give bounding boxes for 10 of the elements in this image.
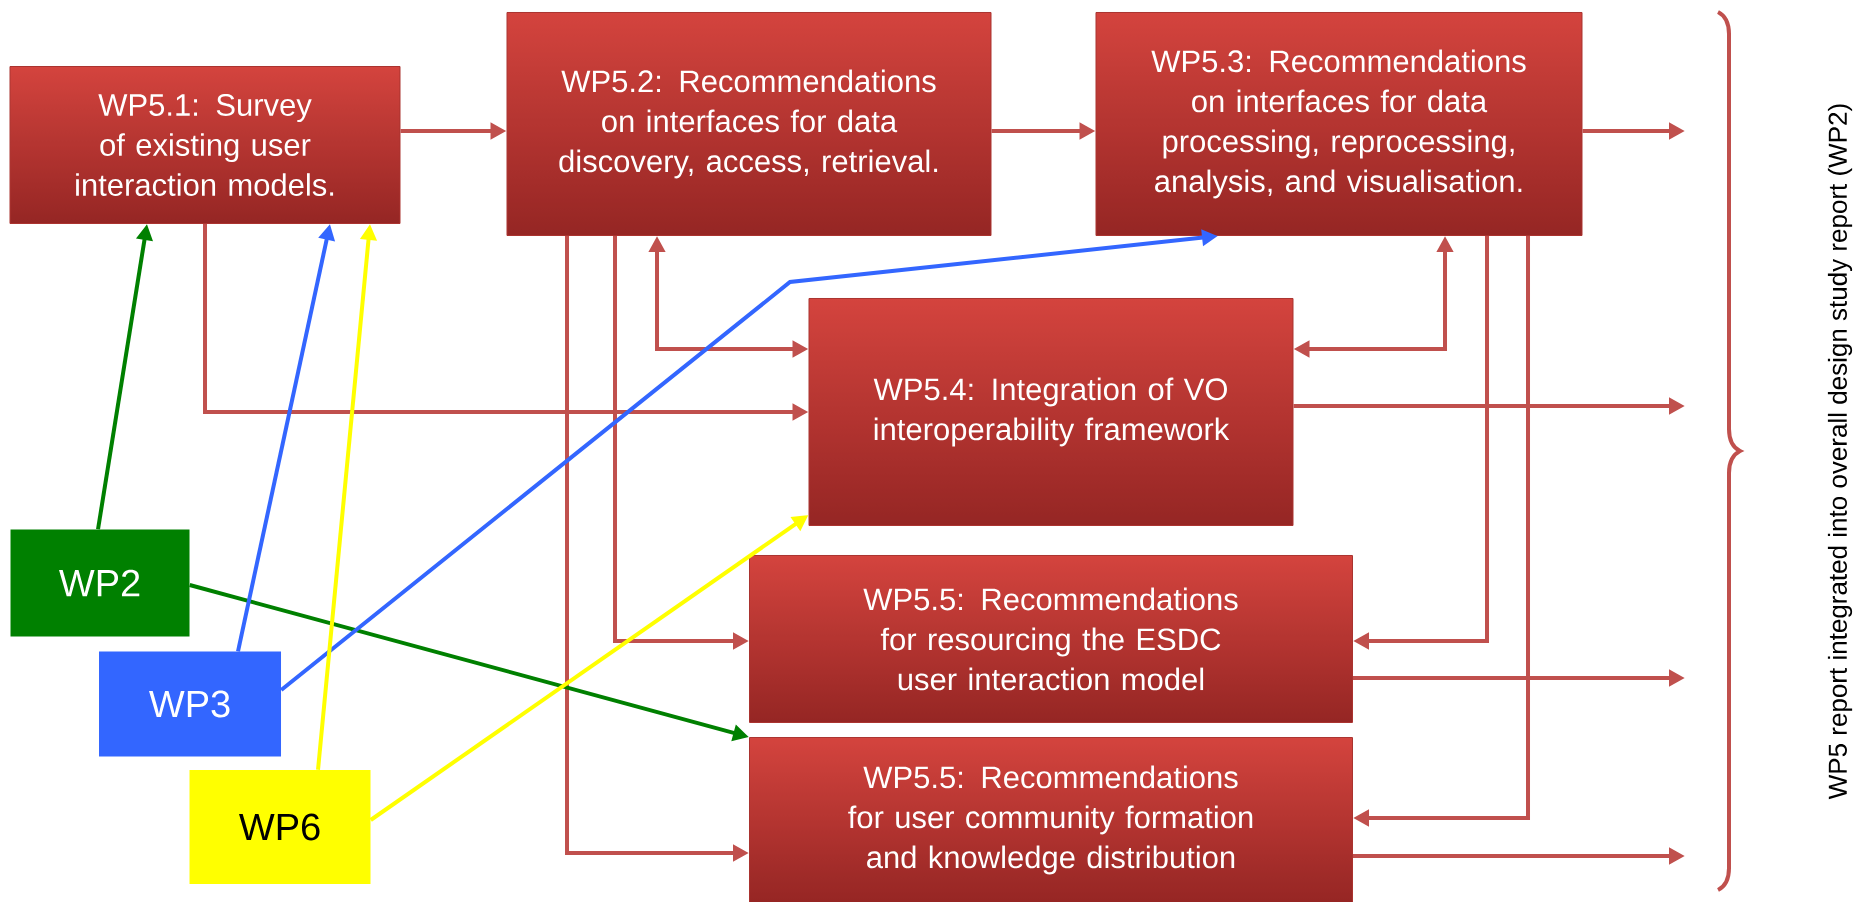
work-package-box: WP2 — [10, 529, 190, 637]
process-box: WP5.4: Integration of VO interoperability framework — [808, 298, 1294, 526]
process-box: WP5.2: Recommendations on interfaces for data discovery, access, retrieval. — [506, 12, 992, 236]
work-package-box: WP6 — [189, 770, 371, 884]
work-package-box: WP3 — [99, 651, 281, 757]
process-box: WP5.1: Survey of existing user interaction models. — [9, 66, 401, 224]
process-box: WP5.5: Recommendations for user community formation and knowledge distribution — [749, 737, 1353, 902]
process-box: WP5.5: Recommendations for resourcing the ESDC user interaction model — [749, 555, 1353, 723]
side-label: WP5 report integrated into overall design study report (WP2) — [1827, 104, 1853, 800]
process-box: WP5.3: Recommendations on interfaces for data processing, reprocessing, analysis, and visualisation. — [1095, 12, 1583, 236]
